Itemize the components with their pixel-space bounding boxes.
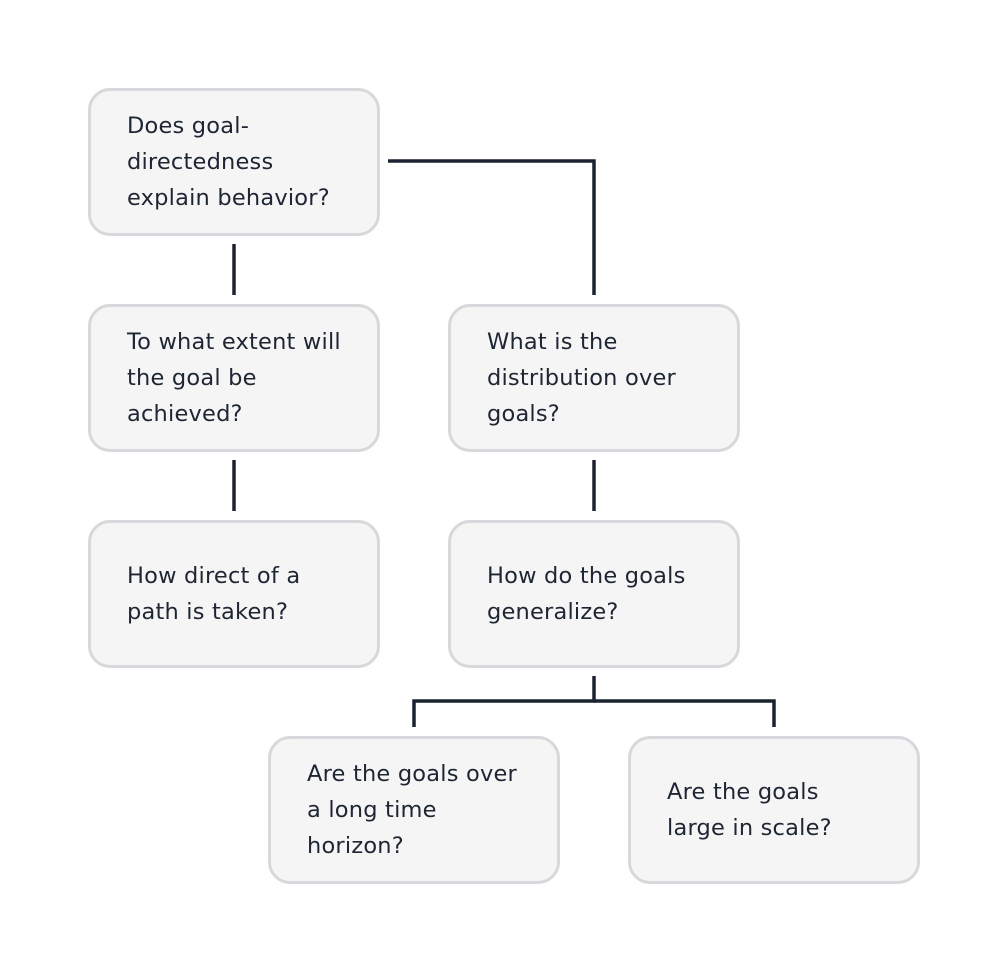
node-label: Are the goals over a long time horizon? [307,761,517,859]
node-goal-achievement: To what extent will the goal be achieved… [88,304,380,452]
node-label: How direct of a path is taken? [127,563,301,625]
node-goal-generalization: How do the goals generalize? [448,520,740,668]
node-label: Does goal-directedness explain behavior? [127,113,330,211]
node-time-horizon: Are the goals over a long time horizon? [268,736,560,884]
node-goal-directedness: Does goal-directedness explain behavior? [88,88,380,236]
node-label: How do the goals generalize? [487,563,686,625]
node-label: To what extent will the goal be achieved… [127,329,341,427]
connector-n1-n3 [388,159,596,295]
connector-n5-n7 [594,699,776,727]
node-path-directness: How direct of a path is taken? [88,520,380,668]
node-label: Are the goals large in scale? [667,779,832,841]
node-label: What is the distribution over goals? [487,329,676,427]
node-scale: Are the goals large in scale? [628,736,920,884]
connector-n5-n6 [412,676,596,727]
node-goal-distribution: What is the distribution over goals? [448,304,740,452]
